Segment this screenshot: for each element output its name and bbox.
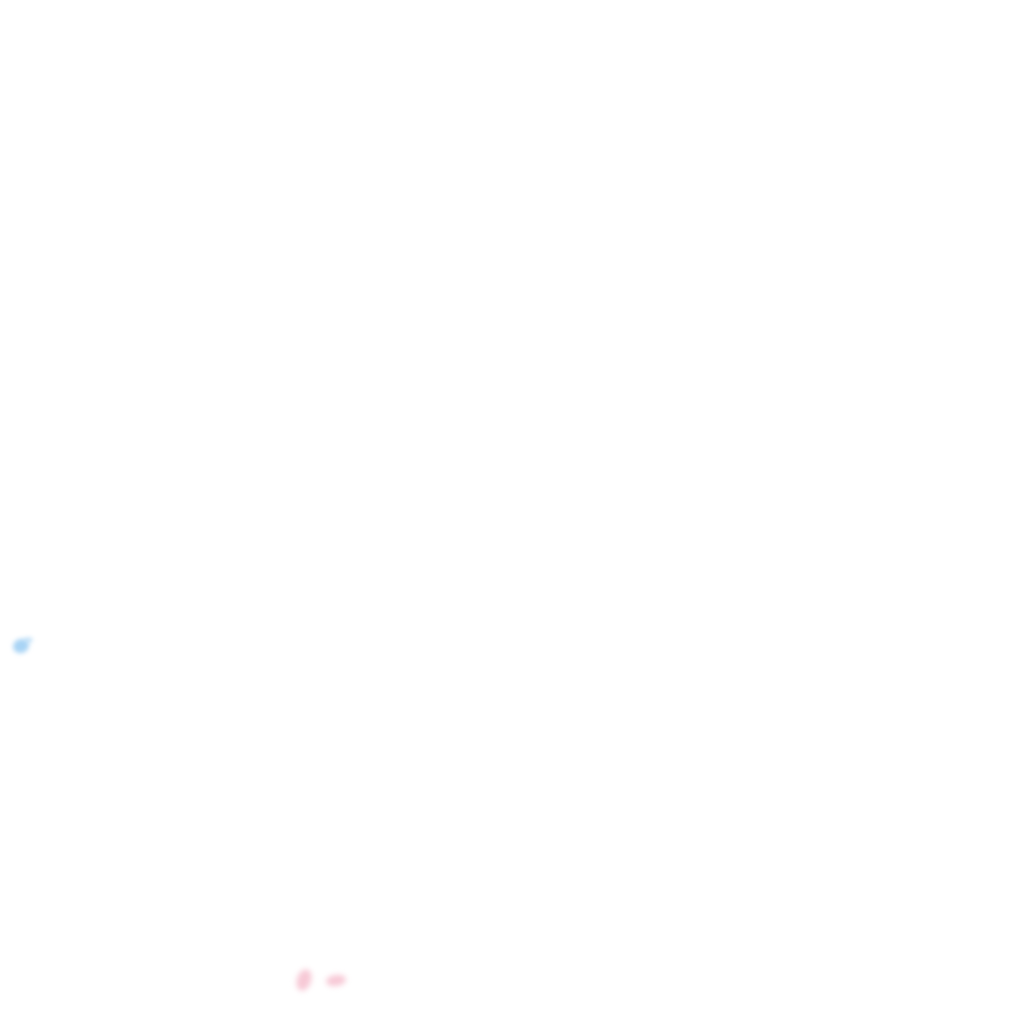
- blue-speck-tail: [24, 637, 33, 643]
- pink-speck: [325, 973, 347, 988]
- pink-speck: [293, 967, 315, 993]
